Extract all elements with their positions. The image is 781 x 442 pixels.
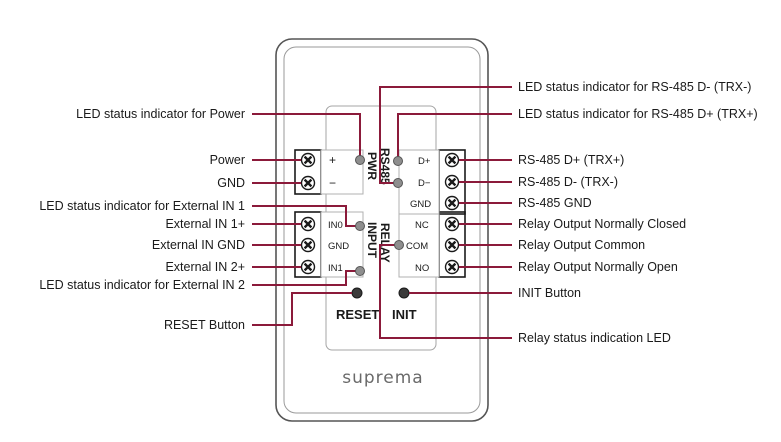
callout-ext-in-gnd: External IN GND: [152, 238, 245, 252]
screw-ext-in1: [300, 216, 316, 232]
pin-in1: IN1: [328, 263, 343, 274]
brand-logo: suprema: [342, 368, 423, 388]
callout-relay-no: Relay Output Normally Open: [518, 260, 678, 274]
leader-led-ext-in2: [252, 270, 356, 286]
pin-com: COM: [406, 241, 428, 252]
led-relay: [394, 240, 404, 250]
leader-led-dminus: [379, 86, 512, 184]
callout-led-rs485-dminus: LED status indicator for RS-485 D- (TRX-…: [518, 80, 751, 94]
screw-relay-nc: [444, 216, 460, 232]
pin-pwr-plus: +: [329, 153, 336, 167]
reset-button[interactable]: [351, 287, 363, 299]
screw-rs485-dplus: [444, 152, 460, 168]
leader-led-ext-in1: [252, 205, 356, 227]
callout-power: Power: [210, 153, 245, 167]
callout-relay-nc: Relay Output Normally Closed: [518, 217, 686, 231]
pin-no: NO: [415, 263, 429, 274]
pin-rs-gnd: GND: [410, 199, 431, 210]
screw-power: [300, 152, 316, 168]
init-button[interactable]: [398, 287, 410, 299]
group-label-input: INPUT: [365, 222, 379, 259]
device-inner-frame: [283, 46, 481, 414]
input-pin-panel: [320, 211, 364, 278]
screw-ext-in2: [300, 259, 316, 275]
led-ext-in2: [355, 266, 365, 276]
leader-relay-led: [379, 244, 512, 339]
callout-init-button: INIT Button: [518, 286, 581, 300]
group-label-pwr: PWR: [365, 152, 379, 180]
screw-relay-com: [444, 237, 460, 253]
callout-rs485-dminus: RS-485 D- (TRX-): [518, 175, 618, 189]
reset-button-label: RESET: [336, 307, 379, 322]
screw-relay-no: [444, 259, 460, 275]
pin-nc: NC: [415, 220, 429, 231]
callout-rs485-dplus: RS-485 D+ (TRX+): [518, 153, 624, 167]
led-power: [355, 155, 365, 165]
screw-rs485-gnd: [444, 195, 460, 211]
led-rs485-dminus: [393, 178, 403, 188]
screw-ext-gnd: [300, 237, 316, 253]
led-ext-in1: [355, 221, 365, 231]
pin-d-plus: D+: [418, 156, 431, 167]
leader-led-dplus: [397, 113, 512, 157]
callout-reset-button: RESET Button: [164, 318, 245, 332]
callout-led-power: LED status indicator for Power: [76, 107, 245, 121]
pin-d-minus: D−: [418, 178, 431, 189]
callout-ext-in2-plus: External IN 2+: [165, 260, 245, 274]
group-label-rs485: RS485: [378, 148, 392, 185]
callout-rs485-gnd: RS-485 GND: [518, 196, 592, 210]
callout-ext-in1-plus: External IN 1+: [165, 217, 245, 231]
pin-in0: IN0: [328, 220, 343, 231]
screw-rs485-dminus: [444, 174, 460, 190]
screw-gnd: [300, 175, 316, 191]
callout-relay-com: Relay Output Common: [518, 238, 645, 252]
init-button-label: INIT: [392, 307, 417, 322]
leader-reset: [252, 292, 352, 326]
callout-led-ext-in1: LED status indicator for External IN 1: [39, 199, 245, 213]
leader-led-power: [252, 113, 361, 156]
callout-relay-led: Relay status indication LED: [518, 331, 671, 345]
callout-led-ext-in2: LED status indicator for External IN 2: [39, 278, 245, 292]
callout-gnd: GND: [217, 176, 245, 190]
pin-in-gnd: GND: [328, 241, 349, 252]
led-rs485-dplus: [393, 156, 403, 166]
pin-pwr-minus: −: [329, 176, 336, 190]
group-label-relay: RELAY: [378, 223, 392, 263]
callout-led-rs485-dplus: LED status indicator for RS-485 D+ (TRX+…: [518, 107, 758, 121]
